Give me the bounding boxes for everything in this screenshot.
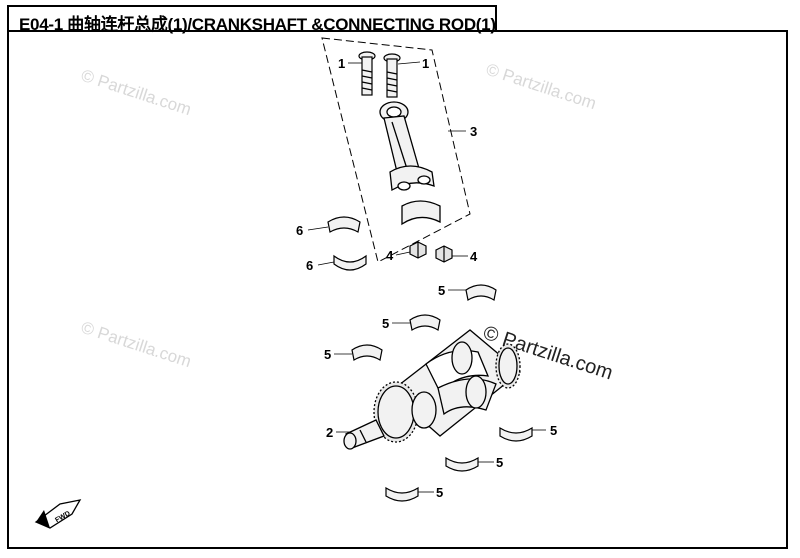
- callout-5-d: 5: [550, 423, 557, 438]
- leader-lines: [307, 61, 546, 493]
- main-bearing-2: [409, 314, 441, 331]
- callout-2: 2: [326, 425, 333, 440]
- rod-assembly-outline: [321, 37, 471, 263]
- rod-nut-right: [435, 245, 453, 263]
- watermark-top-left: © Partzilla.com: [79, 66, 194, 119]
- callout-5-e: 5: [496, 455, 503, 470]
- main-bearing-5: [445, 456, 479, 472]
- callout-6-upper: 6: [296, 223, 303, 238]
- rod-bearing-lower: [333, 254, 367, 271]
- callout-3: 3: [470, 124, 477, 139]
- rod-bolt-right: [383, 53, 401, 98]
- callout-4-left: 4: [386, 248, 394, 263]
- main-bearing-3: [351, 344, 383, 361]
- callout-4-right: 4: [470, 249, 478, 264]
- rod-bearing-upper: [327, 216, 361, 233]
- main-bearing-1: [465, 284, 497, 301]
- rod-nut-left: [409, 241, 427, 259]
- callout-5-a: 5: [438, 283, 445, 298]
- title-box: E04-1 曲轴连杆总成(1)/CRANKSHAFT &CONNECTING R…: [7, 5, 497, 34]
- callout-1-left: 1: [338, 56, 345, 71]
- rod-bolt-left: [358, 51, 376, 96]
- page-title: E04-1 曲轴连杆总成(1)/CRANKSHAFT &CONNECTING R…: [19, 15, 496, 34]
- callout-5-c: 5: [324, 347, 331, 362]
- forward-arrow-icon: FWD: [34, 499, 82, 529]
- callout-5-f: 5: [436, 485, 443, 500]
- main-bearing-6: [385, 486, 419, 502]
- connecting-rod: [379, 101, 441, 226]
- main-bearing-4: [499, 426, 533, 442]
- crankshaft: [343, 329, 522, 450]
- callout-1-right: 1: [422, 56, 429, 71]
- watermark-top-right: © Partzilla.com: [484, 60, 599, 113]
- watermark-bottom-left: © Partzilla.com: [79, 318, 194, 371]
- callout-5-b: 5: [382, 316, 389, 331]
- callout-6-lower: 6: [306, 258, 313, 273]
